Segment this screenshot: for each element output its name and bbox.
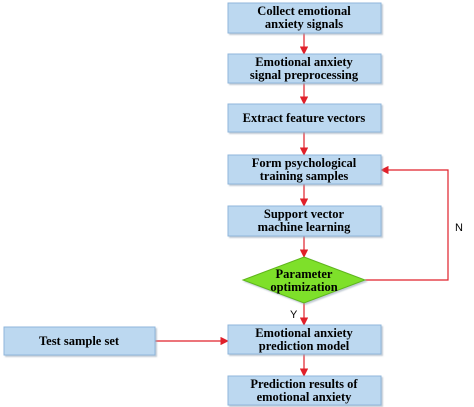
param-line-1: Parameter (276, 267, 333, 281)
process-box-collect: Collect emotional anxiety signals (227, 2, 382, 34)
process-box-extract: Extract feature vectors (227, 103, 382, 133)
model-line-2: prediction model (259, 339, 350, 353)
edge-label-yes: Y (290, 309, 298, 321)
decision-diamond-param: Parameter optimization (241, 256, 367, 304)
edge-label-no: N (455, 222, 463, 234)
process-box-preprocess: Emotional anxiety signal preprocessing (227, 53, 382, 84)
process-box-test: Test sample set (3, 326, 156, 356)
results-line-2: emotional anxiety (257, 390, 353, 404)
collect-line-1: Collect emotional (257, 4, 351, 18)
connectors (155, 33, 449, 377)
svm-line-2: machine learning (258, 220, 351, 234)
preprocess-line-2: signal preprocessing (250, 68, 359, 82)
extract-line-1: Extract feature vectors (243, 111, 366, 125)
results-line-1: Prediction results of (250, 377, 358, 391)
svm-line-1: Support vector (264, 207, 345, 221)
process-box-model: Emotional anxiety prediction model (227, 324, 382, 355)
form-line-1: Form psychological (252, 156, 357, 170)
test-line-1: Test sample set (39, 334, 120, 348)
process-box-form: Form psychological training samples (227, 154, 382, 185)
process-box-results: Prediction results of emotional anxiety (227, 375, 382, 406)
arrow-param-feedback-loop (365, 165, 449, 281)
model-line-1: Emotional anxiety (255, 326, 353, 340)
form-line-2: training samples (260, 169, 349, 183)
collect-line-2: anxiety signals (265, 17, 343, 31)
param-line-2: optimization (270, 280, 337, 294)
process-box-svm: Support vector machine learning (227, 205, 382, 237)
preprocess-line-1: Emotional anxiety (255, 55, 353, 69)
